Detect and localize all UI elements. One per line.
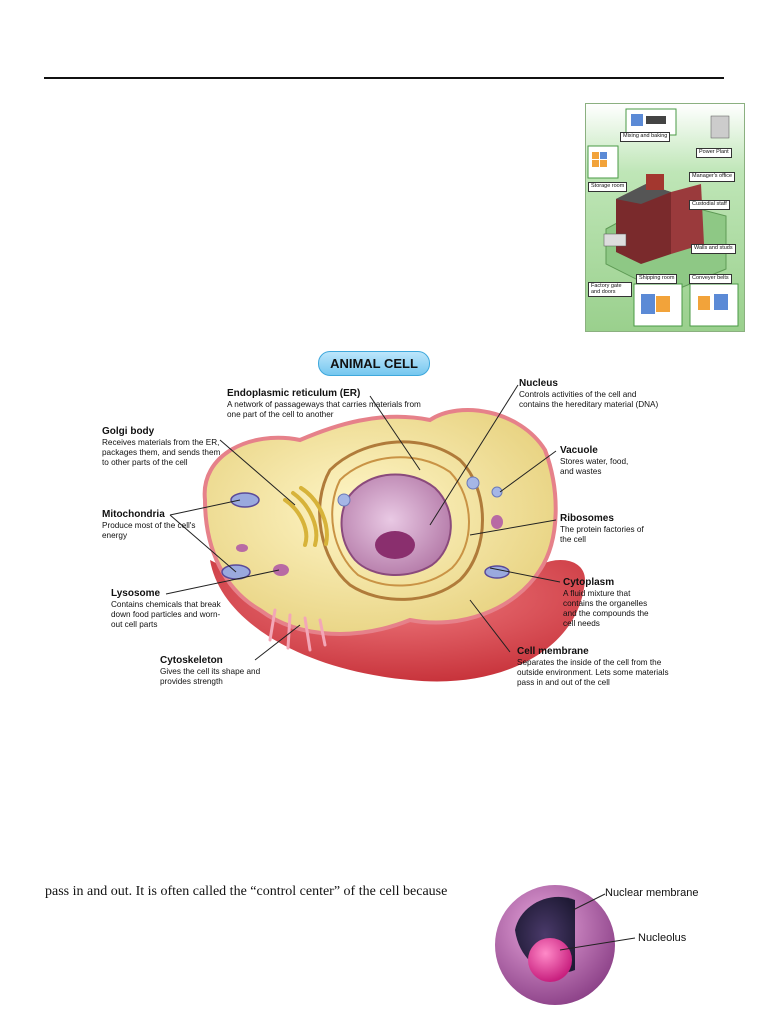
label-golgi-desc: Receives materials from the ER, packages… — [102, 438, 221, 467]
top-rule — [44, 77, 724, 79]
vacuole-2 — [466, 476, 480, 490]
factory-label-conveyer: Conveyer belts — [689, 274, 732, 284]
label-cell-membrane-name: Cell membrane — [517, 646, 589, 657]
label-cytoskeleton-name: Cytoskeleton — [160, 655, 223, 666]
nucleus-shape — [340, 473, 452, 576]
label-cytoskeleton: Cytoskeleton Gives the cell its shape an… — [160, 655, 270, 687]
label-lysosome: Lysosome Contains chemicals that break d… — [111, 588, 231, 630]
nucleolus-shape — [375, 531, 415, 559]
label-er-desc: A network of passageways that carries ma… — [227, 400, 421, 419]
label-mitochondria-desc: Produce most of the cell's energy — [102, 521, 196, 540]
body-text-line: pass in and out. It is often called the … — [45, 884, 448, 899]
nucleolus-leader — [559, 937, 636, 951]
label-nucleus-desc: Controls activities of the cell and cont… — [519, 390, 659, 409]
nuclear-membrane-leader — [572, 893, 606, 911]
label-cytoskeleton-desc: Gives the cell its shape and provides st… — [160, 667, 261, 686]
label-vacuole-desc: Stores water, food, and wastes — [560, 457, 629, 476]
factory-label-shipping: Shipping room — [636, 274, 678, 284]
factory-label-walls: Walls and studs — [691, 244, 736, 254]
factory-label-custodial: Custodial staff — [689, 200, 730, 210]
label-lysosome-desc: Contains chemicals that break down food … — [111, 600, 221, 629]
label-cytoplasm-name: Cytoplasm — [563, 577, 615, 588]
label-vacuole-name: Vacuole — [560, 445, 598, 456]
label-ribosomes-name: Ribosomes — [560, 513, 614, 524]
nuclear-membrane-label: Nuclear membrane — [605, 887, 699, 899]
label-vacuole: Vacuole Stores water, food, and wastes — [560, 445, 640, 477]
er-inner — [331, 456, 470, 587]
vacuole-3 — [491, 486, 503, 498]
lysosome-shape — [273, 564, 289, 576]
label-lysosome-name: Lysosome — [111, 588, 161, 599]
label-cell-membrane: Cell membrane Separates the inside of th… — [517, 646, 682, 688]
factory-label-mixing: Mixing and baking — [620, 132, 671, 142]
label-mitochondria: Mitochondria Produce most of the cell's … — [102, 509, 202, 541]
lysosome-shape-2 — [236, 544, 248, 552]
label-mitochondria-name: Mitochondria — [102, 509, 165, 520]
label-nucleus-name: Nucleus — [519, 378, 558, 389]
label-golgi-name: Golgi body — [102, 426, 155, 437]
label-cytoplasm-desc: A fluid mixture that contains the organe… — [563, 589, 649, 628]
cell-diagram-title: ANIMAL CELL — [318, 351, 430, 376]
label-golgi: Golgi body Receives materials from the E… — [102, 426, 227, 468]
label-er-name: Endoplasmic reticulum (ER) — [227, 388, 361, 399]
er-outer — [318, 440, 484, 601]
factory-label-storage: Storage room — [588, 182, 628, 192]
leader-lines — [165, 384, 561, 661]
nucleus-illustration — [495, 885, 636, 1005]
label-er: Endoplasmic reticulum (ER) A network of … — [227, 388, 427, 420]
nucleolus-sphere — [528, 938, 572, 982]
vacuole-1 — [337, 493, 351, 507]
factory-label-gate: Factory gate and doors — [588, 282, 632, 297]
factory-drawing — [587, 108, 739, 327]
label-cell-membrane-desc: Separates the inside of the cell from th… — [517, 658, 669, 687]
label-ribosomes: Ribosomes The protein factories of the c… — [560, 513, 650, 545]
label-cytoplasm: Cytoplasm A fluid mixture that contains … — [563, 577, 653, 629]
lysosome-shape-3 — [491, 515, 503, 529]
factory-illustration: Mixing and baking Power Plant Manager's … — [585, 103, 745, 332]
nucleolus-label: Nucleolus — [638, 932, 687, 944]
label-ribosomes-desc: The protein factories of the cell — [560, 525, 644, 544]
factory-label-manager: Manager's office — [689, 172, 736, 182]
label-nucleus: Nucleus Controls activities of the cell … — [519, 378, 659, 410]
factory-label-power: Power Plant — [696, 148, 732, 158]
golgi-shape — [283, 486, 329, 547]
mitochondrion-1 — [230, 492, 260, 508]
mitochondrion-3 — [484, 565, 510, 579]
cytoskeleton-shape — [268, 608, 327, 652]
